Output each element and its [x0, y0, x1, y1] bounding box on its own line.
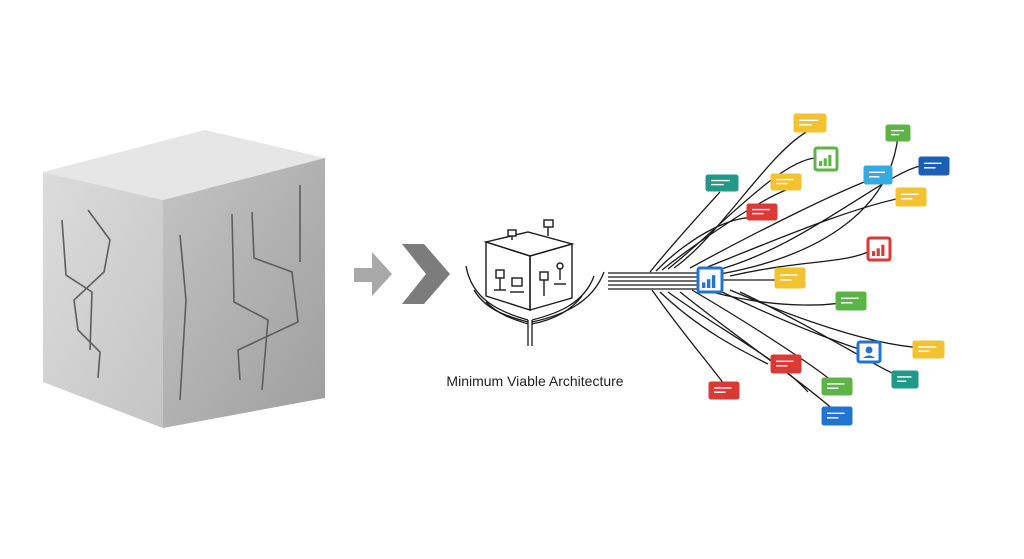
- monolith-side-face: [163, 158, 325, 428]
- monolith-block: [43, 130, 325, 428]
- fan-out-connections: [608, 129, 931, 413]
- light-arrow-icon: [354, 252, 392, 296]
- chevron-right-arrows-icon: [354, 244, 450, 304]
- document-card-icon: [885, 124, 911, 142]
- document-card-icon: [705, 174, 739, 192]
- document-card-icon: [912, 340, 945, 359]
- bar-chart-card-icon: [866, 236, 892, 262]
- document-card-icon: [770, 354, 802, 374]
- document-card-icon: [821, 377, 853, 396]
- document-card-icon: [708, 381, 740, 400]
- bar-chart-card-icon: [813, 146, 839, 172]
- document-card-icon: [891, 370, 919, 389]
- diagram-caption: Minimum Viable Architecture: [446, 373, 624, 389]
- document-card-icon: [863, 165, 893, 185]
- document-card-icon: [835, 291, 867, 311]
- document-card-icon: [770, 173, 802, 191]
- document-card-icon: [895, 187, 927, 207]
- document-card-icon: [821, 406, 853, 426]
- bar-chart-card-icon: [696, 266, 724, 294]
- document-card-icon: [918, 156, 950, 176]
- document-card-icon: [793, 113, 827, 133]
- user-card-icon: [856, 340, 882, 364]
- dark-chevron-icon: [402, 244, 450, 304]
- monolith-crack-lines: [61, 185, 301, 401]
- mva-roots: [465, 265, 605, 346]
- monolith-top-face: [43, 130, 325, 200]
- document-card-icon: [774, 267, 806, 289]
- mva-wireframe-cube-icon: [483, 219, 575, 311]
- service-cards: [696, 113, 950, 426]
- document-card-icon: [746, 203, 778, 221]
- monolith-front-face: [43, 172, 163, 428]
